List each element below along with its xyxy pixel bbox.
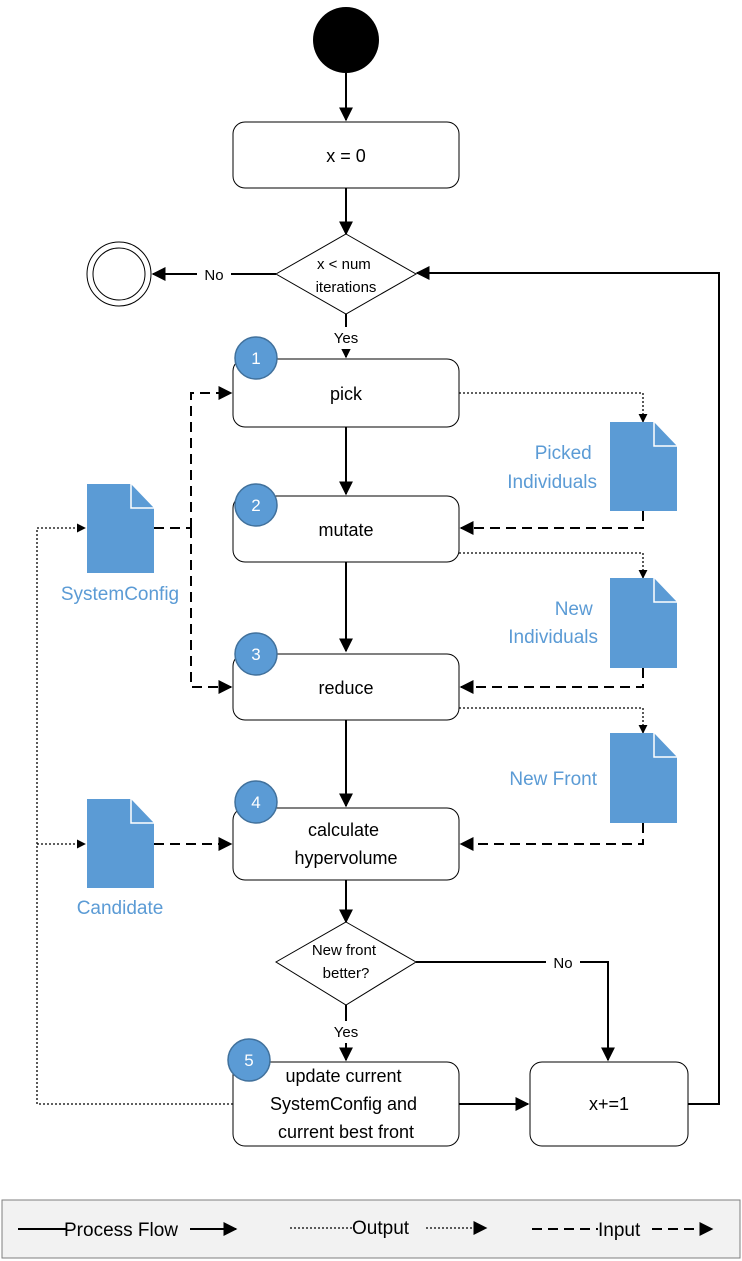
legend: Process Flow Output Input xyxy=(1,1199,741,1259)
svg-text:2: 2 xyxy=(251,496,260,515)
update-label: update current SystemConfig and current … xyxy=(270,1066,422,1142)
output-pick-to-picked xyxy=(459,392,648,423)
new-front-document-icon xyxy=(610,733,677,823)
calc-box xyxy=(232,807,460,881)
reduce-label: reduce xyxy=(318,678,373,698)
start-node xyxy=(313,7,379,73)
output-reduce-to-new-front xyxy=(459,707,648,734)
badge-3: 3 xyxy=(234,632,278,676)
legend-box xyxy=(1,1199,741,1259)
output-mutate-to-new-individuals xyxy=(459,552,648,579)
badge-4: 4 xyxy=(234,780,278,824)
legend-output: Output xyxy=(290,1218,488,1239)
cond-label: x < num iterations xyxy=(316,256,377,296)
reduce-box xyxy=(232,653,460,721)
init-label: x = 0 xyxy=(326,146,366,166)
picked-individuals-document-icon xyxy=(610,422,677,511)
legend-process-flow: Process Flow xyxy=(18,1220,238,1241)
new-individuals-document-icon xyxy=(610,578,677,668)
svg-text:4: 4 xyxy=(251,793,260,812)
incr-box xyxy=(529,1061,689,1147)
legend-input-label: Input xyxy=(598,1220,641,1241)
cond-yes-label: Yes xyxy=(334,330,358,347)
init-box xyxy=(232,121,460,189)
better-label: New front better? xyxy=(312,942,380,982)
better-diamond xyxy=(275,921,417,1006)
badge-1: 1 xyxy=(234,336,278,380)
better-yes-label: Yes xyxy=(334,1024,358,1041)
legend-input: Input xyxy=(532,1220,714,1241)
legend-process-flow-label: Process Flow xyxy=(64,1220,178,1241)
systemconfig-label: SystemConfig xyxy=(61,584,179,605)
cond-diamond xyxy=(274,233,418,315)
incr-label: x+=1 xyxy=(589,1094,629,1114)
input-systemconfig-to-pick xyxy=(190,386,233,528)
input-new-individuals-to-reduce xyxy=(459,668,644,694)
flow-better-no-to-incr xyxy=(416,961,615,1062)
mutate-label: mutate xyxy=(318,520,373,540)
pick-label: pick xyxy=(330,384,363,404)
badge-5: 5 xyxy=(227,1038,271,1082)
candidate-document-icon xyxy=(87,799,154,888)
candidate-label: Candidate xyxy=(77,898,164,919)
input-systemconfig-to-reduce xyxy=(190,528,233,694)
badge-2: 2 xyxy=(234,483,278,527)
svg-text:5: 5 xyxy=(244,1051,253,1070)
cond-no-label: No xyxy=(204,267,223,284)
input-picked-to-mutate xyxy=(459,511,644,535)
picked-individuals-label: Picked Individuals xyxy=(507,443,597,493)
mutate-box xyxy=(232,495,460,563)
new-front-label: New Front xyxy=(509,769,597,790)
legend-output-label: Output xyxy=(352,1218,410,1239)
new-individuals-label: New Individuals xyxy=(508,599,598,648)
flow-incr-to-cond xyxy=(415,266,720,1105)
calc-label: calculate hypervolume xyxy=(294,820,397,868)
svg-text:1: 1 xyxy=(251,349,260,368)
svg-text:3: 3 xyxy=(251,645,260,664)
input-new-front-to-calc xyxy=(459,823,644,851)
systemconfig-document-icon xyxy=(87,484,154,573)
end-node xyxy=(86,241,152,307)
better-no-label: No xyxy=(553,955,572,972)
